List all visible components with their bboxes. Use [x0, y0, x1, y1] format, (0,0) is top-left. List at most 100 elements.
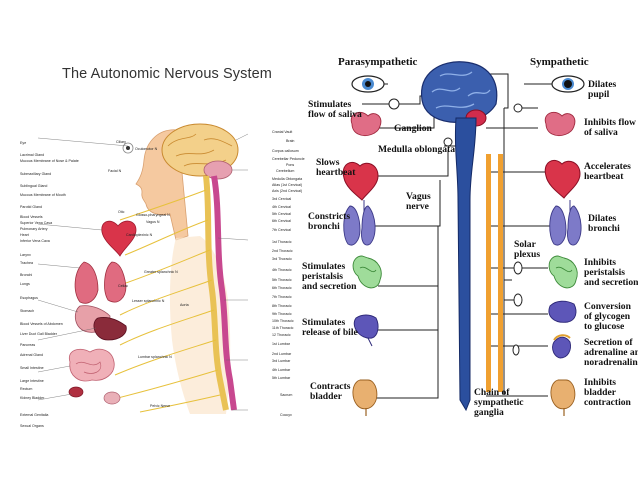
label-parotid: Parotid Gland: [20, 205, 42, 209]
bladder: [103, 391, 121, 405]
label-esophagus: Esophagus: [20, 296, 38, 300]
label-mucous-nose: Mucous Membrane of Nose & Palate: [20, 159, 79, 163]
sympathetic-chain: [486, 154, 503, 392]
label-celiac: Celiac: [118, 284, 128, 288]
symp-effect-peristalsis: Inhibits peristalsis and secretion: [584, 258, 638, 288]
para-heart-1: Slows: [316, 157, 340, 168]
para-bile-2: release of bile: [302, 327, 358, 338]
chain-line-2: sympathetic: [474, 397, 524, 408]
symp-peristalsis-2: peristalsis: [584, 267, 626, 278]
sympathetic-heading: Sympathetic: [530, 56, 589, 68]
symp-saliva-2: of saliva: [584, 127, 618, 138]
label-1st-thoracic: 1st Thoracic: [272, 240, 292, 244]
medulla-label: Medulla oblongata: [378, 144, 456, 155]
left-intestine-icon: [352, 255, 382, 289]
para-heart-2: heartbeat: [316, 167, 356, 178]
parasympathetic-connectors: [362, 83, 456, 399]
label-4th-cervical: 4th Cervical: [272, 205, 291, 209]
right-bladder-icon: [550, 379, 576, 416]
label-trachea: Trachea: [20, 261, 34, 265]
para-effect-bile: Stimulates release of bile: [302, 318, 358, 338]
label-1st-lumbar: 1st Lumbar: [272, 342, 290, 346]
label-cardioplexinic: Cardioplexinic N: [126, 233, 153, 237]
symp-effect-bronchi: Dilates bronchi: [588, 214, 620, 234]
chain-line-3: ganglia: [474, 407, 504, 418]
label-lungs: Lungs: [20, 282, 30, 286]
label-glossopharyngeal: Glosso-pharyngeal N: [136, 213, 170, 217]
label-8th-thoracic: 8th Thoracic: [272, 304, 292, 308]
symp-effect-bladder: Inhibits bladder contraction: [584, 378, 631, 408]
symp-bronchi-1: Dilates: [588, 213, 617, 224]
label-adrenal: Adrenal Gland: [20, 353, 43, 357]
spinal-column: [203, 175, 237, 411]
vagus-nerve-label: Vagus nerve: [406, 192, 431, 212]
parasympathetic-sympathetic-diagram: Parasympathetic Sympathetic Ganglion Med…: [302, 0, 638, 478]
right-eye-icon: [551, 75, 585, 93]
symp-adrenaline-1: Secretion of: [584, 337, 633, 348]
symp-glycogen-1: Conversion: [584, 301, 631, 312]
label-lesser-splanchnic: Lesser splanchnic N: [132, 299, 165, 303]
symp-adrenaline-3: noradrenaline: [584, 357, 638, 368]
solar-line-2: plexus: [514, 249, 541, 260]
symp-effect-heartbeat: Accelerates heartbeat: [584, 162, 631, 182]
left-gallbladder-icon: [353, 314, 379, 347]
label-4th-thoracic: 4th Thoracic: [272, 268, 292, 272]
label-heart: Heart: [20, 233, 29, 237]
symp-bladder-2: bladder: [584, 387, 616, 398]
label-pons: Pons: [286, 163, 295, 167]
anatomy-figure: [37, 123, 249, 414]
label-cranial-vault: Cranial Vault: [272, 130, 293, 134]
label-facial-n: Facial N: [108, 169, 122, 173]
symp-bladder-1: Inhibits: [584, 377, 616, 388]
left-salivary-gland-icon: [350, 111, 382, 137]
label-sacrum: Sacrum: [280, 393, 293, 397]
label-6th-thoracic: 6th Thoracic: [272, 286, 292, 290]
symp-pupil-2: pupil: [588, 89, 610, 100]
label-6th-cervical: 6th Cervical: [272, 219, 291, 223]
symp-pupil-1: Dilates: [588, 79, 617, 90]
sympathetic-connectors: [486, 73, 554, 397]
label-mucous-mouth: Mucous Membrane of Mouth: [20, 193, 66, 197]
label-3rd-cervical: 3rd Cervical: [272, 197, 292, 201]
label-7th-thoracic: 7th Thoracic: [272, 295, 292, 299]
label-7th-cervical: 7th Cervical: [272, 228, 291, 232]
label-lacrimal: Lacrimal Gland: [20, 153, 45, 157]
label-blood-vessels-abdomen: Blood Vessels of Abdomen: [20, 322, 63, 326]
label-atlas: Atlas (1st Cervical): [272, 183, 303, 187]
para-peristalsis-2: peristalsis: [302, 271, 344, 282]
left-lung: [74, 261, 99, 304]
nerve-lines: [109, 189, 221, 413]
right-lung: [104, 261, 127, 303]
para-effect-bronchi: Constricts bronchi: [308, 212, 350, 232]
label-5th-lumbar: 5th Lumbar: [272, 376, 291, 380]
chain-line-1: Chain of: [474, 387, 510, 398]
symp-effect-glycogen: Conversion of glycogen to glucose: [584, 302, 631, 332]
para-effect-peristalsis: Stimulates peristalsis and secretion: [302, 262, 356, 292]
symp-adrenaline-2: adrenaline and: [584, 347, 638, 358]
spinal-cord: [454, 117, 477, 412]
intestines: [68, 348, 115, 382]
para-bladder-1: Contracts: [310, 381, 351, 392]
symp-heart-2: heartbeat: [584, 171, 624, 182]
label-12-thoracic: 12 Thoracic: [272, 333, 291, 337]
label-large-intestine: Large Intestine: [20, 379, 44, 383]
label-cerebellar-peduncle: Cerebellar Peduncle: [272, 157, 305, 161]
para-saliva-2: flow of saliva: [308, 109, 362, 120]
para-effect-heart: Slows heartbeat: [316, 158, 355, 178]
symp-glycogen-3: to glucose: [584, 321, 625, 332]
anatomical-ans-diagram: The Autonomic Nervous System: [20, 66, 305, 428]
label-5th-thoracic: 5th Thoracic: [272, 278, 292, 282]
label-larynx: Larynx: [20, 253, 31, 257]
label-10th-thoracic: 10th Thoracic: [272, 319, 294, 323]
left-bladder-icon: [352, 379, 378, 416]
symp-effect-adrenaline: Secretion of adrenaline and noradrenalin…: [584, 338, 638, 368]
left-lungs-icon: [343, 200, 376, 246]
label-axis: Axis (2nd Cervical): [272, 189, 303, 193]
label-pelvic-nerve: Pelvic Nerve: [150, 404, 171, 408]
heart: [101, 220, 137, 257]
symp-saliva-1: Inhibits flow: [584, 117, 636, 128]
label-vagus-n: Vagus N: [146, 220, 160, 224]
label-2nd-thoracic: 2nd Thoracic: [272, 249, 293, 253]
vagus-line-2: nerve: [406, 201, 429, 212]
symp-bronchi-2: bronchi: [588, 223, 620, 234]
